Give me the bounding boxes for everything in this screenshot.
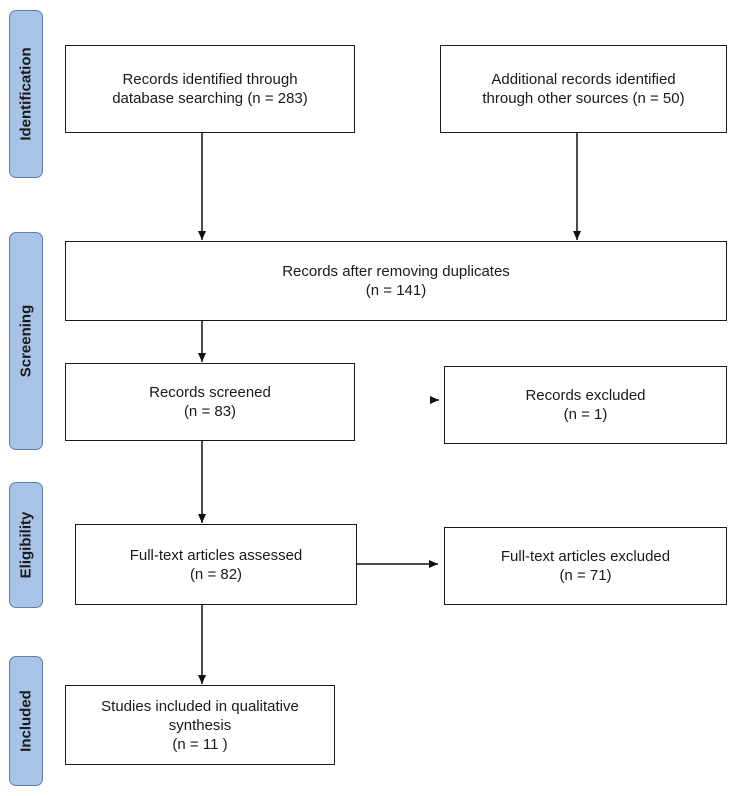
box-records-screened: Records screened (n = 83) xyxy=(65,363,355,441)
box-fulltext-excluded: Full-text articles excluded (n = 71) xyxy=(444,527,727,605)
box-database-searching-line1: Records identified through xyxy=(122,71,298,88)
box-after-duplicates: Records after removing duplicates (n = 1… xyxy=(65,241,727,321)
box-fulltext-assessed: Full-text articles assessed (n = 82) xyxy=(75,524,357,605)
box-studies-included-line2: synthesis xyxy=(168,716,232,734)
box-other-sources-line1: Additional records identified xyxy=(491,71,676,88)
box-database-searching: Records identified through database sear… xyxy=(65,45,355,133)
box-records-screened-line1: Records screened xyxy=(149,384,271,401)
box-fulltext-excluded-line2: (n = 71) xyxy=(559,567,612,584)
box-database-searching-line2: database searching (n = 283) xyxy=(112,90,308,107)
box-studies-included-line3: (n = 11 ) xyxy=(172,735,228,753)
phase-eligibility: Eligibility xyxy=(9,482,43,608)
box-fulltext-excluded-line1: Full-text articles excluded xyxy=(500,548,671,565)
box-after-duplicates-line1: Records after removing duplicates xyxy=(282,263,510,280)
box-records-screened-line2: (n = 83) xyxy=(183,403,237,420)
box-studies-included: Studies included in qualitative synthesi… xyxy=(65,685,335,765)
box-fulltext-assessed-line1: Full-text articles assessed xyxy=(129,546,303,564)
box-fulltext-assessed-line2: (n = 82) xyxy=(189,565,243,583)
phase-identification: Identification xyxy=(9,10,43,178)
phase-included: Included xyxy=(9,656,43,786)
phase-screening: Screening xyxy=(9,232,43,450)
box-other-sources-line2: through other sources (n = 50) xyxy=(482,90,685,107)
box-after-duplicates-line2: (n = 141) xyxy=(365,282,427,299)
box-studies-included-line1: Studies included in qualitative xyxy=(101,697,299,715)
box-records-excluded-line2: (n = 1) xyxy=(563,406,608,423)
box-other-sources: Additional records identified through ot… xyxy=(440,45,727,133)
box-records-excluded: Records excluded (n = 1) xyxy=(444,366,727,444)
box-records-excluded-line1: Records excluded xyxy=(525,387,646,404)
